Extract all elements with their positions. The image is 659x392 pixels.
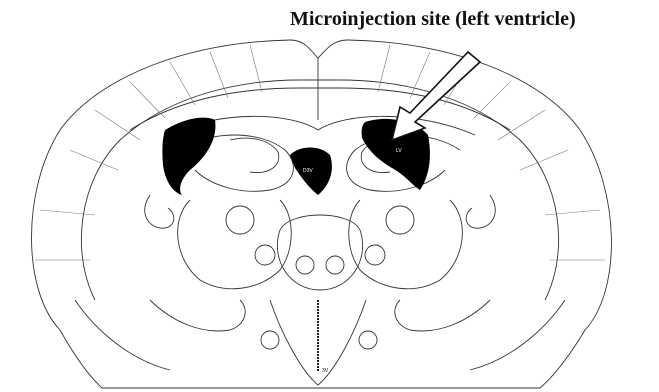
hippocampus-inner-left [230,138,279,172]
amygdala-left [75,300,170,370]
lower-right-structure [395,300,490,331]
label-lv: LV [396,148,402,154]
fimbria-right [466,195,495,228]
annotation-arrow [392,52,480,140]
thalamus-left [178,200,292,289]
lateral-ventricle-left [162,118,215,195]
lower-left-structure [150,300,245,331]
amygdala-right [470,300,565,370]
thalamus-right [349,200,463,289]
nucleus-right-1 [386,206,414,234]
nucleus-left-1 [226,206,254,234]
central-nucleus-1 [296,256,314,274]
label-d3v: D3V [303,168,313,174]
brain-outline [32,40,612,388]
nucleus-right-2 [365,245,385,265]
label-3v: 3V [322,368,329,374]
nucleus-lower-left [261,331,279,349]
nucleus-lower-right [359,331,377,349]
fimbria-left [145,195,174,228]
nucleus-left-2 [255,245,275,265]
central-region [277,215,362,290]
central-nucleus-2 [326,256,344,274]
